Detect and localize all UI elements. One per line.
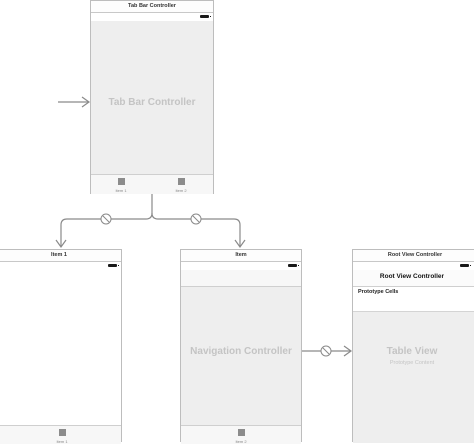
tab-item-icon	[237, 429, 245, 436]
segue-arrowhead-item1	[55, 239, 67, 249]
prototype-cells-header: Prototype Cells	[358, 289, 399, 295]
tab-item-1-label: Item 1	[115, 188, 127, 193]
battery-icon	[288, 264, 299, 267]
scene-placeholder-label: Navigation Controller	[190, 346, 292, 357]
tab-item-1-icon	[117, 178, 125, 185]
table-view-label: Table View	[386, 346, 438, 357]
segue-arrowhead-item	[234, 239, 246, 249]
tab-item-2[interactable]: Item 2	[169, 178, 193, 193]
segue-icon-item-glyph	[192, 215, 200, 223]
scene-title[interactable]: Root View Controller	[353, 250, 474, 262]
content-area: Tab Bar Controller	[91, 21, 213, 174]
battery-icon	[200, 15, 211, 18]
tab-item-2-label: Item 2	[175, 188, 187, 193]
segue-icon-root-glyph	[322, 347, 330, 355]
navigation-bar[interactable]	[181, 270, 301, 287]
tab-bar: Item 1 Item 2	[91, 174, 213, 194]
table-view-area[interactable]: Table View Prototype Content	[353, 312, 474, 443]
navigation-controller-scene[interactable]: Item Navigation Controller Item 2	[180, 249, 302, 444]
status-bar	[91, 12, 213, 21]
tab-item-icon	[58, 429, 66, 436]
root-view-controller-scene[interactable]: Root View Controller Root View Controlle…	[352, 249, 474, 443]
tab-item-1[interactable]: Item 1	[109, 178, 133, 193]
segue-icon-item1-glyph	[102, 215, 110, 223]
initial-controller-arrowhead	[81, 96, 91, 108]
scene-title[interactable]: Item	[181, 250, 301, 262]
tab-bar: Item 1	[0, 425, 121, 444]
scene-placeholder-label: Tab Bar Controller	[108, 97, 196, 108]
navigation-bar[interactable]: Root View Controller	[353, 270, 474, 287]
status-bar	[181, 261, 301, 270]
prototype-cell[interactable]	[353, 298, 474, 312]
scene-title[interactable]: Tab Bar Controller	[91, 1, 213, 13]
status-bar	[0, 261, 121, 270]
tab-bar: Item 2	[181, 425, 301, 444]
prototype-content-label: Prototype Content	[389, 360, 435, 366]
content-area: Navigation Controller	[181, 287, 301, 425]
item1-scene[interactable]: Item 1 Item 1	[0, 249, 122, 444]
segue-arrowhead-root	[343, 345, 353, 357]
battery-icon	[460, 264, 471, 267]
tab-bar-controller-scene[interactable]: Tab Bar Controller Tab Bar Controller It…	[90, 0, 214, 194]
status-bar	[353, 261, 474, 270]
relationship-segue-item[interactable]	[151, 212, 241, 246]
tab-item-2-icon	[177, 178, 185, 185]
battery-icon	[108, 264, 119, 267]
scene-title[interactable]: Item 1	[0, 250, 121, 262]
navigation-title: Root View Controller	[379, 273, 445, 280]
